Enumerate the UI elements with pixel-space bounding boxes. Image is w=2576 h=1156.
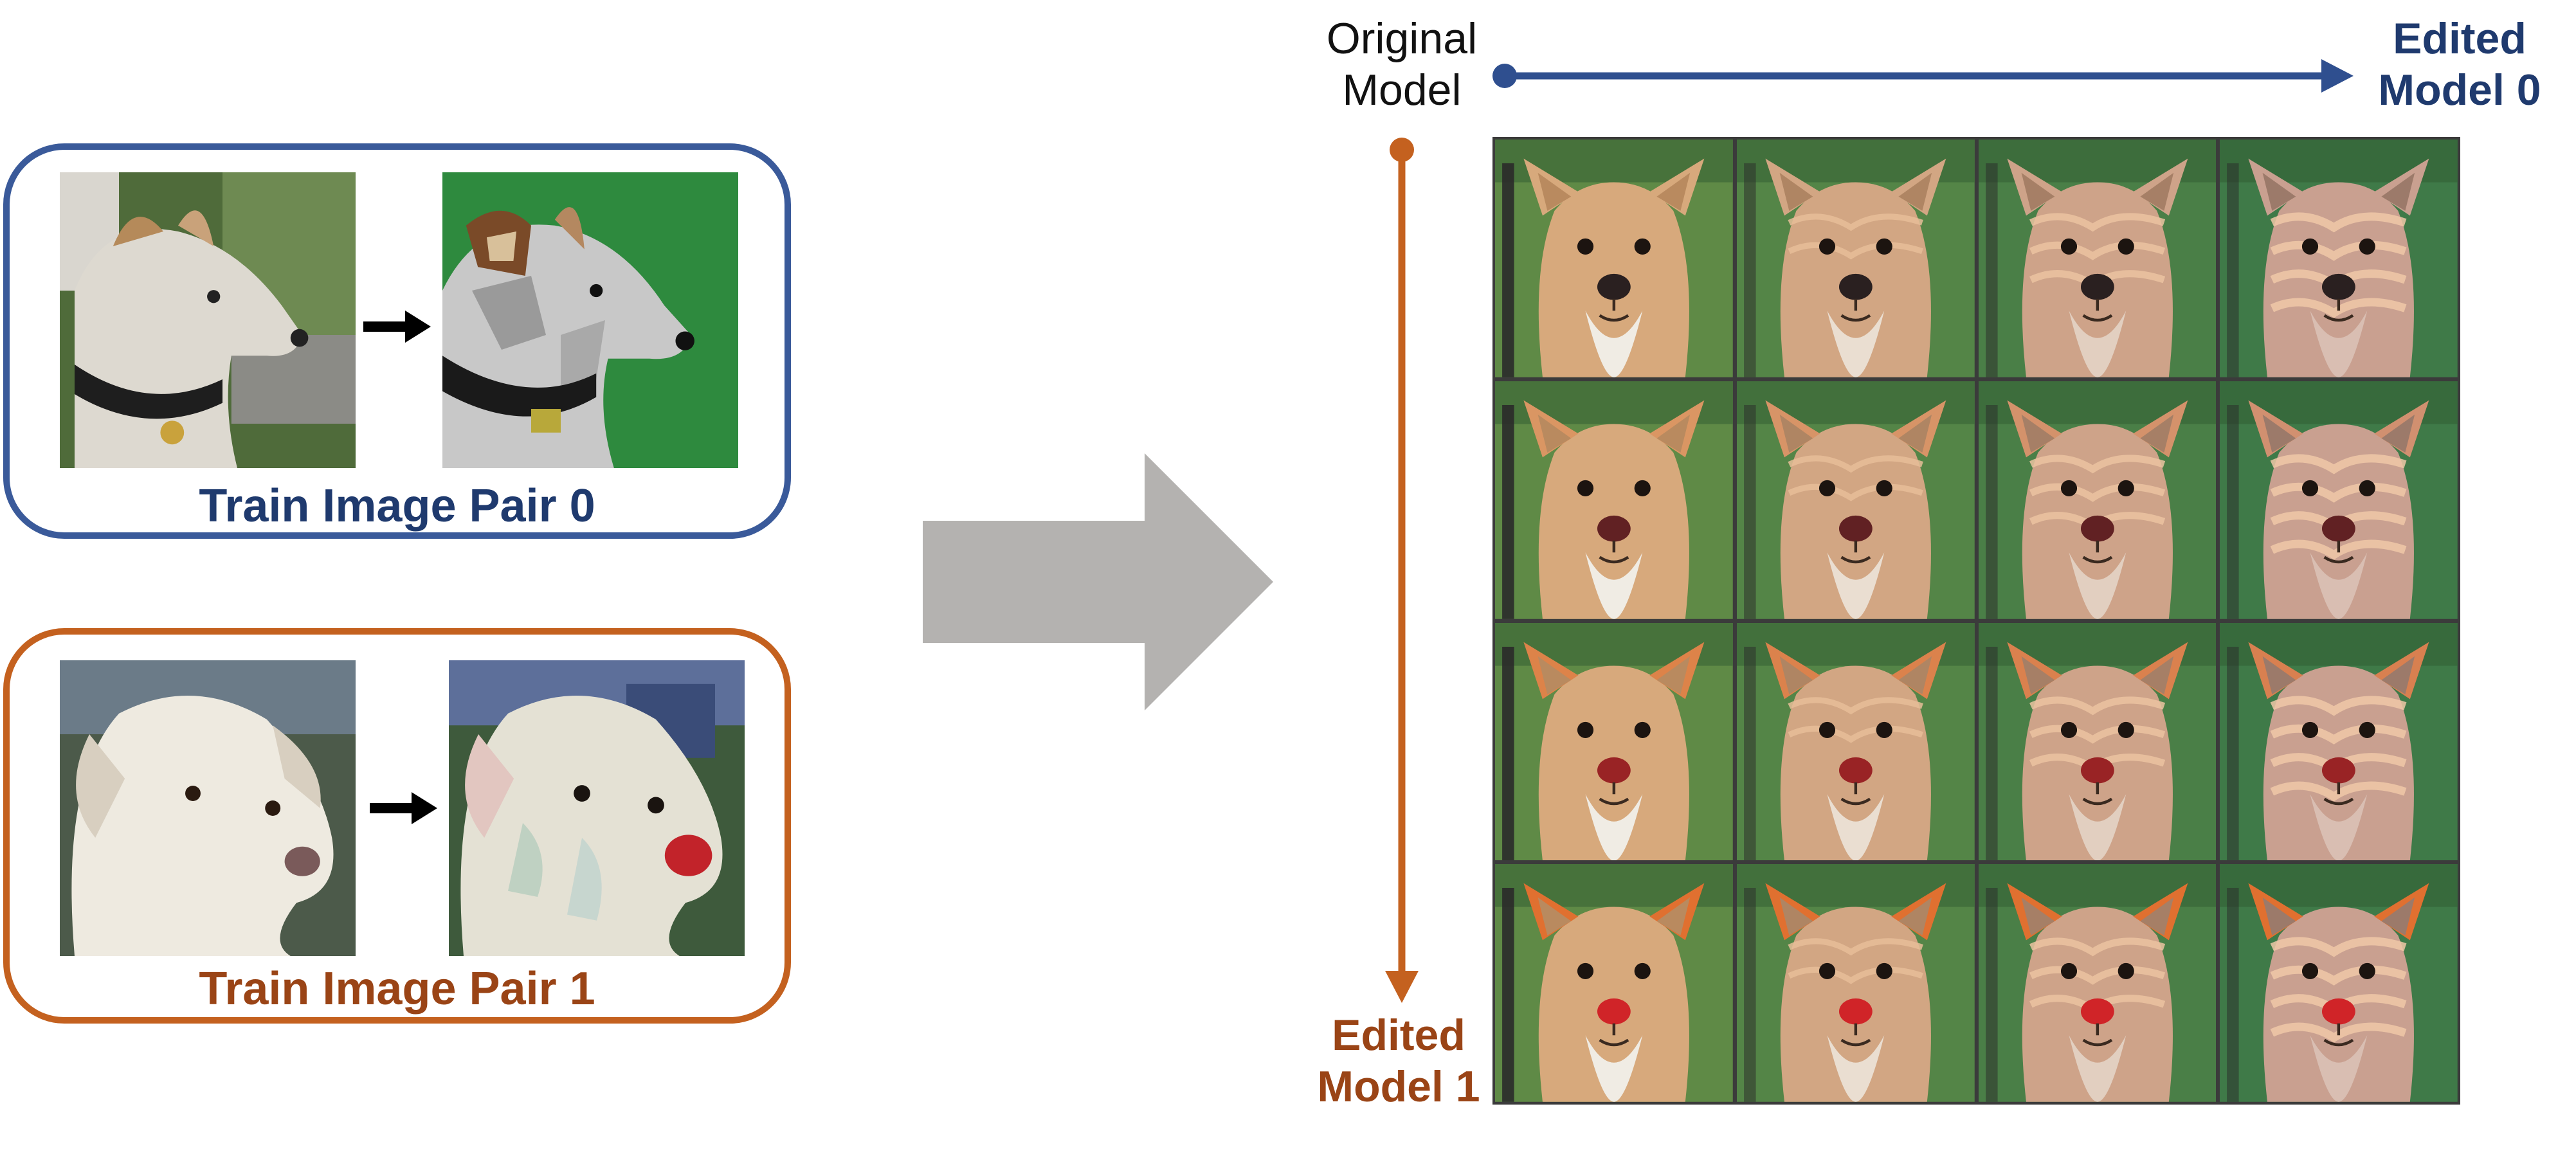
train-pair-0-box: Train Image Pair 0 — [3, 143, 791, 539]
grid-cell-r2-c2 — [1978, 622, 2217, 861]
pair-1-source-image — [60, 660, 356, 956]
pair-0-target-image — [442, 172, 738, 468]
horizontal-axis-arrowhead — [2321, 59, 2354, 93]
origin-label-line-2: Model — [1342, 66, 1462, 114]
grid-cell-r3-c3 — [2220, 864, 2458, 1102]
grid-cell-r1-c0 — [1495, 381, 1733, 619]
pair-1-label: Train Image Pair 1 — [199, 963, 595, 1015]
grid-cell-r0-c2 — [1978, 140, 2217, 377]
interpolation-image-grid — [1492, 137, 2460, 1105]
origin-label: Original Model — [1305, 13, 1498, 116]
pair-0-transform-arrow — [363, 311, 431, 343]
grid-cell-r1-c1 — [1736, 381, 1975, 619]
grid-cell-r1-c3 — [2220, 381, 2458, 619]
edited-model-1-line-2: Model 1 — [1317, 1062, 1480, 1111]
pair-0-source-image — [60, 172, 356, 468]
edited-model-0-label: Edited Model 0 — [2357, 13, 2562, 116]
edited-model-0-line-2: Model 0 — [2378, 66, 2541, 114]
train-pair-1-box: Train Image Pair 1 — [3, 628, 791, 1024]
grid-cell-r2-c1 — [1736, 622, 1975, 861]
grid-cell-r0-c3 — [2220, 140, 2458, 377]
edited-model-1-line-1: Edited — [1332, 1011, 1465, 1060]
grid-cell-r0-c1 — [1736, 140, 1975, 377]
pair-1-transform-arrow — [370, 792, 437, 824]
grid-cell-r3-c1 — [1736, 864, 1975, 1102]
grid-cell-r0-c0 — [1495, 140, 1733, 377]
grid-cell-r2-c3 — [2220, 622, 2458, 861]
pair-0-label: Train Image Pair 0 — [199, 480, 595, 532]
vertical-axis-arrowhead — [1385, 971, 1419, 1003]
grid-cell-r3-c0 — [1495, 864, 1733, 1102]
edited-model-1-label: Edited Model 1 — [1293, 1009, 1505, 1112]
big-gray-arrow — [923, 453, 1273, 710]
pair-1-target-image — [449, 660, 745, 956]
origin-label-line-1: Original — [1326, 14, 1478, 63]
grid-cell-r2-c0 — [1495, 622, 1733, 861]
edited-model-0-line-1: Edited — [2393, 14, 2526, 63]
grid-cell-r1-c2 — [1978, 381, 2217, 619]
grid-cell-r3-c2 — [1978, 864, 2217, 1102]
